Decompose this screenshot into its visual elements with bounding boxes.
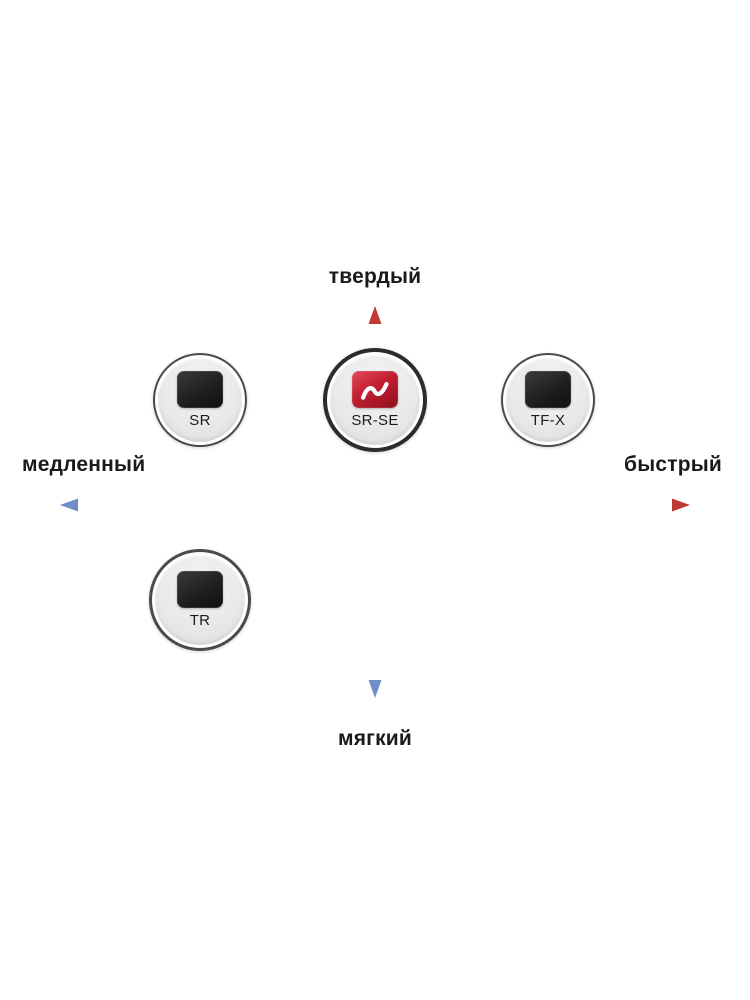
axis-label-soft: мягкий <box>337 727 413 750</box>
product-badge-sr-se: SR-SE <box>323 348 427 452</box>
mousepad-icon-tr <box>177 571 223 608</box>
badge-label: TF-X <box>530 412 566 429</box>
badge-disc: SR-SE <box>330 355 420 445</box>
axis-label-hard: твердый <box>328 265 422 288</box>
axis-label-slow: медленный <box>22 453 146 476</box>
product-badge-sr: SR <box>153 353 247 447</box>
right-arrowhead <box>672 498 690 512</box>
left-arrowhead <box>60 498 78 512</box>
product-badge-tf-x: TF-X <box>501 353 595 447</box>
badge-label: SR <box>189 412 211 429</box>
up-arrowhead <box>368 306 382 324</box>
mousepad-icon-tf-x <box>525 371 571 408</box>
badge-label: TR <box>189 612 211 629</box>
down-arrowhead <box>368 680 382 698</box>
mousepad-icon-sr <box>177 371 223 408</box>
badge-disc: SR <box>158 358 242 442</box>
axis-label-fast: быстрый <box>624 453 722 476</box>
zowie-logo-icon <box>360 381 389 400</box>
badge-disc: TF-X <box>506 358 590 442</box>
badge-disc: TR <box>155 555 245 645</box>
product-badge-tr: TR <box>149 549 251 651</box>
mousepad-icon-sr-se <box>352 371 398 408</box>
badge-label: SR-SE <box>351 412 399 429</box>
